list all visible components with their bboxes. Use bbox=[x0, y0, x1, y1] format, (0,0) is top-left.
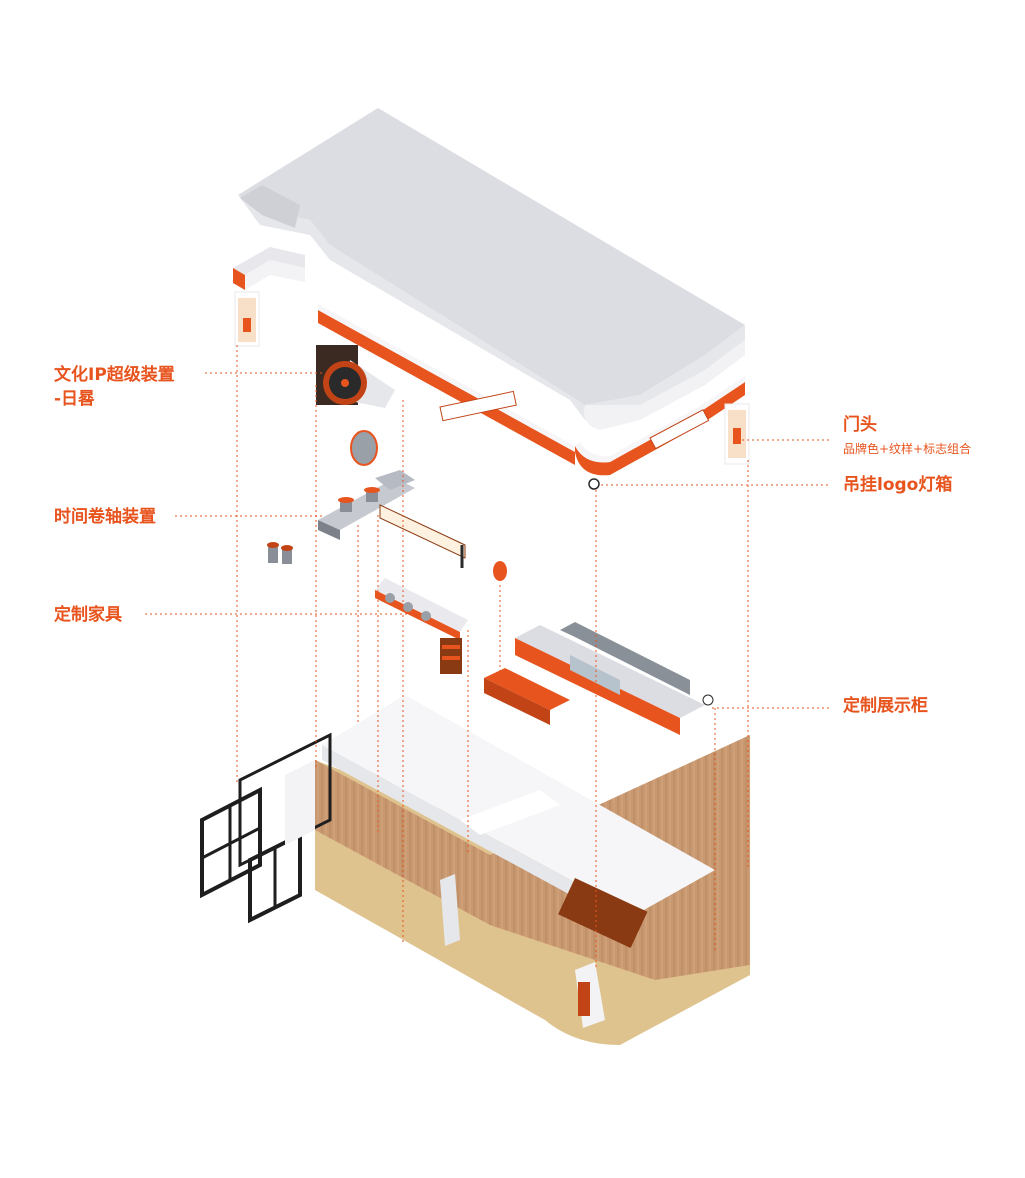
custom-furniture bbox=[375, 578, 468, 674]
fascia-wall-long-top bbox=[318, 304, 575, 452]
cabinet-tower bbox=[560, 622, 690, 695]
bench-front bbox=[375, 590, 460, 640]
cabinet-glass bbox=[570, 655, 620, 695]
leader-lines bbox=[145, 345, 830, 970]
scroll-shelf-top bbox=[318, 478, 415, 530]
ceiling-block-front bbox=[322, 745, 635, 930]
kiosk-body bbox=[440, 874, 460, 946]
glass-doors bbox=[200, 732, 332, 924]
sundial-center bbox=[341, 379, 349, 387]
scroll-stool-1 bbox=[340, 500, 352, 512]
side-shelf-stripe-2 bbox=[442, 656, 460, 660]
label-time-scroll: 时间卷轴装置 bbox=[54, 507, 156, 527]
loose-stools bbox=[267, 542, 293, 564]
ceiling-step bbox=[460, 790, 560, 835]
label-door-head-sub: 品牌色+纹样+标志组合 bbox=[843, 442, 972, 456]
time-scroll-device bbox=[318, 470, 466, 568]
roof-step bbox=[240, 185, 300, 228]
cabinet-long-top bbox=[515, 625, 705, 718]
door-transom-1 bbox=[201, 826, 261, 860]
display-cabinets bbox=[484, 622, 714, 735]
roof-rounded-corner bbox=[584, 340, 745, 430]
sign-strip-corner bbox=[649, 409, 710, 450]
bench-seat-2 bbox=[403, 602, 413, 612]
fascia-corner-curve bbox=[575, 382, 745, 476]
stool-b bbox=[282, 548, 292, 564]
hanging-disc bbox=[350, 430, 378, 466]
bench-seat-1 bbox=[385, 593, 395, 603]
left-fascia-top bbox=[233, 247, 305, 275]
label-door-head: 门头 bbox=[843, 415, 877, 435]
cabinet-long-front bbox=[515, 638, 680, 735]
right-banner-mark bbox=[733, 428, 741, 444]
stool-a-seat bbox=[267, 542, 279, 548]
menu-board bbox=[558, 877, 648, 949]
roof-top bbox=[238, 108, 745, 405]
scroll-arm bbox=[375, 470, 415, 490]
stool-b-seat bbox=[281, 545, 293, 551]
side-shelf-stripe bbox=[442, 645, 460, 649]
scroll-banner bbox=[379, 504, 466, 559]
cabinet-small-front bbox=[484, 678, 550, 725]
label-hanging-logo: 吊挂logo灯箱 bbox=[843, 475, 953, 495]
sundial-device bbox=[316, 345, 395, 408]
screen-stand-display bbox=[578, 982, 590, 1016]
stool-a bbox=[268, 545, 278, 563]
scroll-stool-2 bbox=[366, 490, 378, 502]
hanging-logo-box bbox=[588, 478, 600, 490]
label-culture-ip-sundial: -日晷 bbox=[54, 389, 96, 409]
bench-top bbox=[375, 578, 468, 632]
left-fascia-side bbox=[245, 260, 305, 290]
left-banner-mark bbox=[243, 318, 251, 332]
fascia-corner-top bbox=[575, 376, 745, 463]
bench-seat-3 bbox=[421, 611, 431, 621]
label-display-cabinet: 定制展示柜 bbox=[843, 696, 928, 716]
cabinet-logo bbox=[702, 694, 714, 706]
left-fascia-front bbox=[233, 268, 245, 290]
cabinet-small-top bbox=[484, 668, 570, 710]
sign-strip-long bbox=[439, 390, 517, 422]
storefront-frame bbox=[238, 732, 332, 868]
entry-wall bbox=[285, 760, 315, 845]
label-culture-ip: 文化IP超级装置 bbox=[54, 365, 175, 385]
fascia-wall-long bbox=[318, 310, 575, 465]
roof-layer bbox=[238, 108, 745, 430]
ground-level bbox=[315, 695, 750, 1045]
scroll-stool-1-seat bbox=[338, 497, 354, 503]
scroll-shelf-front bbox=[318, 520, 340, 540]
fascia-layer bbox=[233, 247, 750, 476]
hanging-round-sign bbox=[493, 561, 507, 581]
label-custom-furniture: 定制家具 bbox=[54, 605, 122, 625]
scroll-stool-2-seat bbox=[364, 487, 380, 493]
